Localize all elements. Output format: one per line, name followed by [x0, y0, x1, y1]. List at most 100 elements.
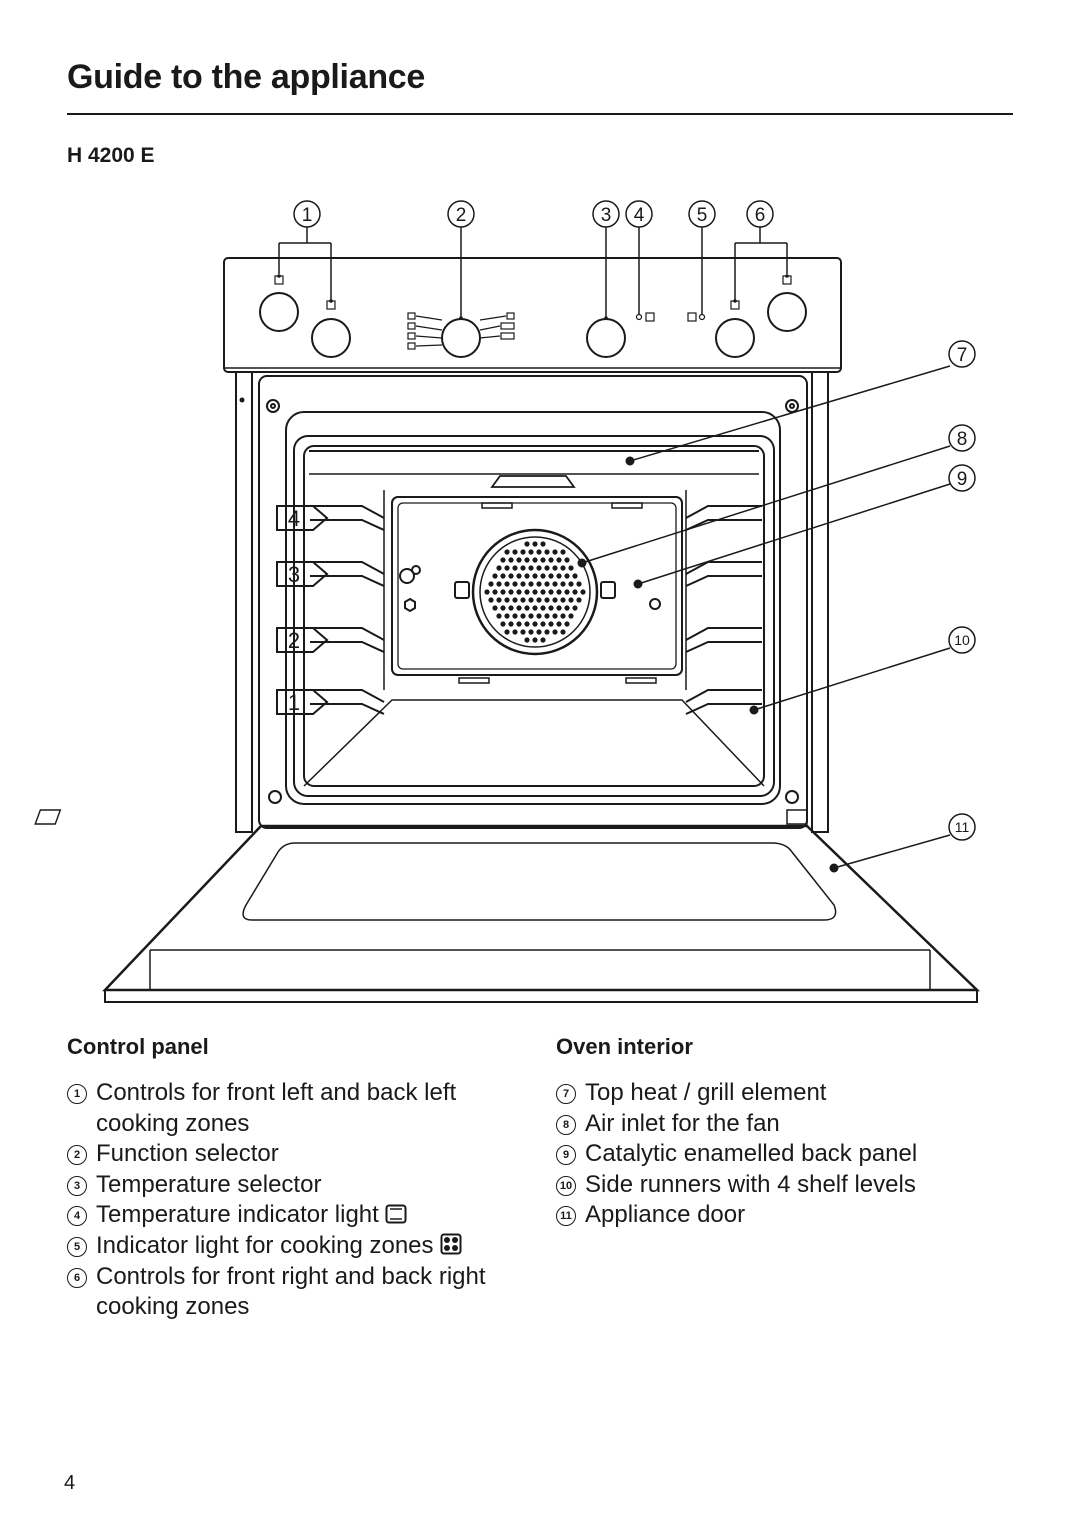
fan-hole: [488, 597, 494, 603]
fan-hole: [568, 565, 574, 571]
fan-hole: [488, 581, 494, 587]
legend-number: 1: [67, 1084, 87, 1104]
legend-number: 7: [556, 1084, 576, 1104]
fan-hole: [556, 573, 562, 579]
page-title: Guide to the appliance: [67, 58, 426, 96]
fan-hole: [516, 573, 522, 579]
fan-hole: [516, 557, 522, 563]
fan-hole: [536, 629, 542, 635]
fan-hole: [576, 581, 582, 587]
fan-hole: [500, 589, 506, 595]
knob-back-right: [715, 318, 755, 358]
callout-circle: [688, 200, 716, 228]
fan-hole: [496, 565, 502, 571]
legend-item: 9 Catalytic enamelled back panel: [556, 1139, 996, 1170]
callout-circle: [746, 200, 774, 228]
fan-hole: [500, 621, 506, 627]
oven-interior-heading: Oven interior: [556, 1034, 693, 1059]
callout-label: 1: [302, 205, 313, 226]
fan-hole: [544, 597, 550, 603]
legend-text: Top heat / grill element: [585, 1079, 827, 1106]
legend-number: 6: [67, 1267, 87, 1288]
callout-label: 2: [456, 205, 467, 226]
fan-hole: [544, 549, 550, 555]
legend-number: 9: [556, 1145, 576, 1166]
callout-circle: [625, 200, 653, 228]
legend-text: Function selector: [96, 1140, 279, 1168]
fan-hole: [540, 573, 546, 579]
fan-hole: [512, 613, 518, 619]
legend-number: 5: [67, 1236, 87, 1257]
fan-hole: [524, 541, 530, 547]
legend-text: Catalytic enamelled back panel: [585, 1140, 918, 1168]
legend-text: Appliance door: [585, 1201, 746, 1229]
callout-circle: [948, 464, 976, 492]
cooking-zones-icon: [440, 1233, 462, 1255]
legend-text: Temperature indicator light: [96, 1201, 379, 1229]
shelf-level-label: 3: [288, 562, 300, 587]
fan-hole: [528, 597, 534, 603]
fan-hole: [504, 549, 510, 555]
title-divider: [67, 113, 1013, 115]
fan-hole: [496, 597, 502, 603]
fan-hole: [552, 581, 558, 587]
fan-hole: [572, 573, 578, 579]
fan-hole: [512, 565, 518, 571]
fan-hole: [508, 557, 514, 563]
fan-hole: [532, 621, 538, 627]
fan-hole: [536, 597, 542, 603]
fan-hole: [564, 589, 570, 595]
fan-hole: [520, 597, 526, 603]
fan-hole: [504, 565, 510, 571]
fan-hole: [548, 621, 554, 627]
fan-hole: [572, 605, 578, 611]
callout-label: 4: [634, 205, 645, 226]
fan-hole: [536, 581, 542, 587]
fan-hole: [500, 557, 506, 563]
fan-hole: [536, 549, 542, 555]
legend-item: 5 Indicator light for cooking zones: [67, 1231, 537, 1262]
legend-item: 7 Top heat / grill element: [556, 1078, 996, 1109]
model-name: H 4200 E: [67, 144, 155, 167]
fan-hole: [532, 573, 538, 579]
callout-circle: [948, 424, 976, 452]
fan-hole: [496, 581, 502, 587]
fan-hole: [552, 565, 558, 571]
callout-label: 11: [955, 819, 970, 835]
fan-hole: [544, 629, 550, 635]
fan-hole: [540, 541, 546, 547]
fan-hole: [528, 549, 534, 555]
fan-hole: [544, 581, 550, 587]
fan-hole: [520, 565, 526, 571]
fan-hole: [560, 581, 566, 587]
fan-hole: [516, 605, 522, 611]
legend-text: Indicator light for cooking zones: [96, 1231, 434, 1259]
fan-hole: [500, 573, 506, 579]
fan-hole: [508, 621, 514, 627]
fan-hole: [568, 613, 574, 619]
fan-hole: [560, 613, 566, 619]
fan-hole: [548, 589, 554, 595]
fan-hole: [556, 589, 562, 595]
legend-text: Controls for front right and back right …: [96, 1262, 486, 1321]
knob-front-right: [767, 292, 807, 332]
callout-circle: [592, 200, 620, 228]
legend-number: 10: [556, 1175, 576, 1196]
shelf-level-label: 1: [288, 690, 300, 715]
fan-hole: [532, 541, 538, 547]
fan-hole: [496, 613, 502, 619]
fan-hole: [552, 613, 558, 619]
fan-hole: [544, 565, 550, 571]
fan-hole: [564, 605, 570, 611]
legend-text: Air inlet for the fan: [585, 1109, 780, 1137]
fan-hole: [520, 613, 526, 619]
fan-hole: [532, 637, 538, 643]
fan-hole: [556, 621, 562, 627]
